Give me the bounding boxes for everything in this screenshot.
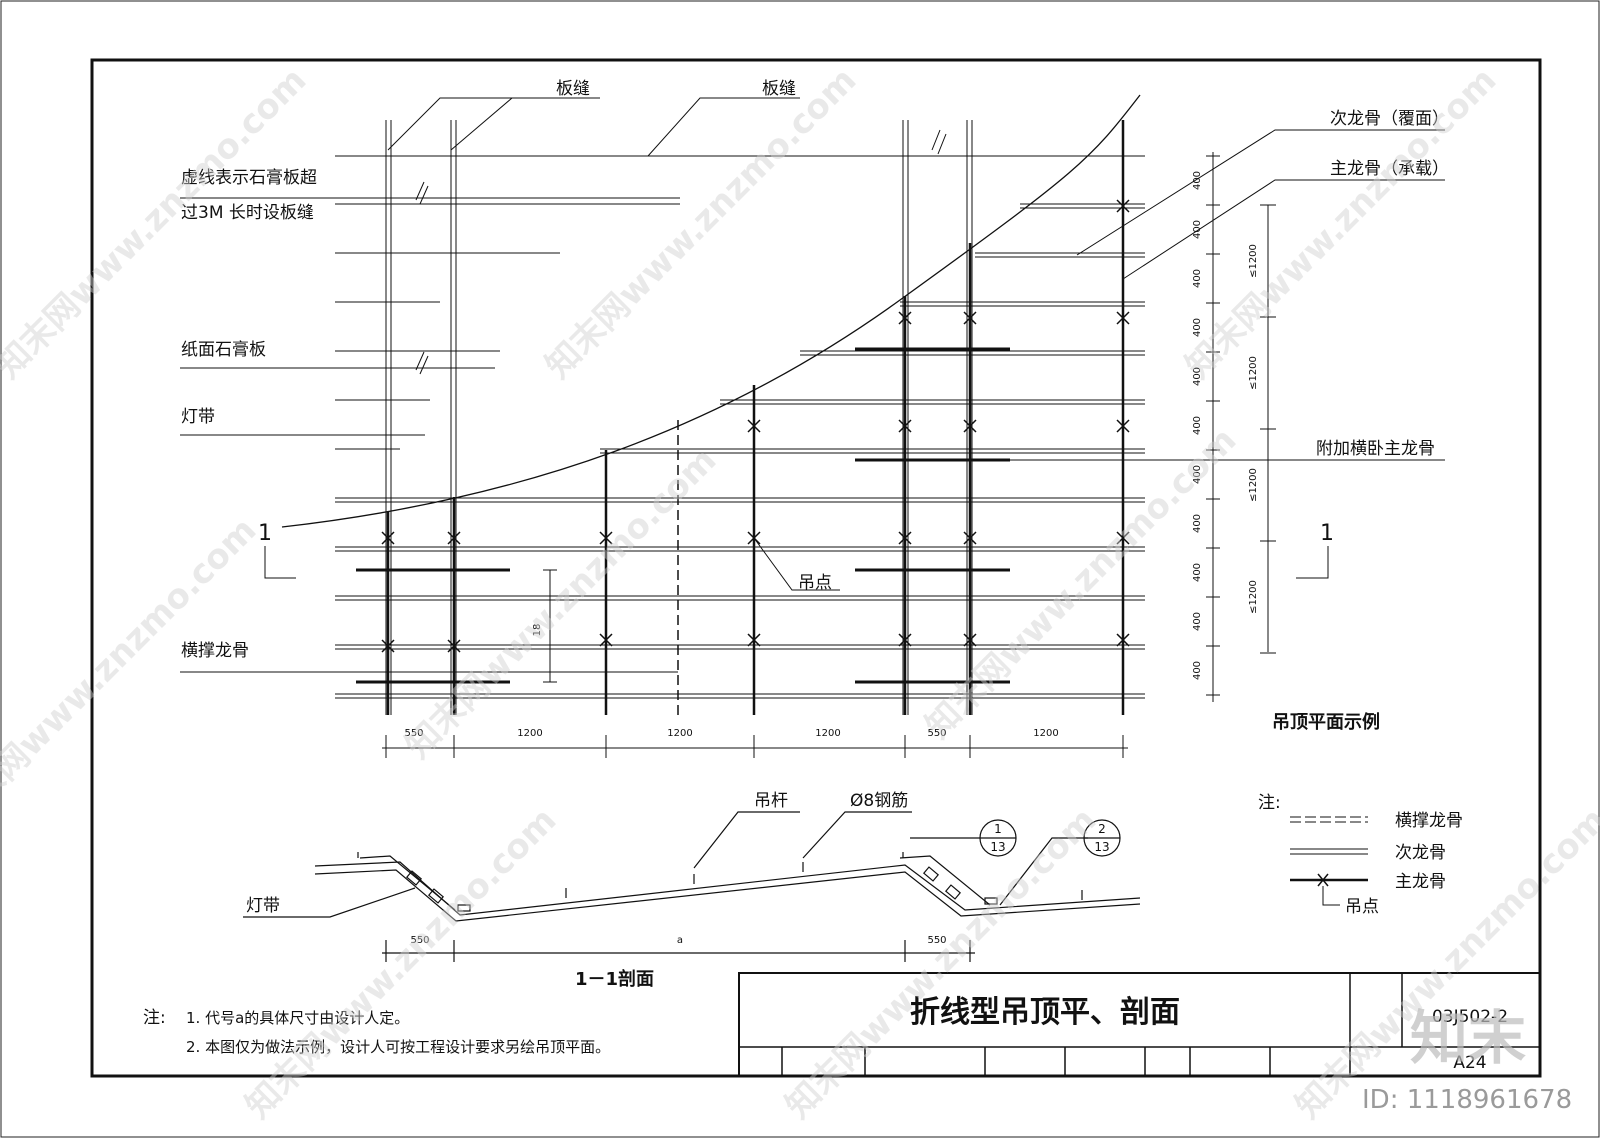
- plan-dim-inner: 18: [532, 624, 543, 637]
- section-markers: [264, 546, 1329, 579]
- watermark-1: 知末网www.znzmo.com: [0, 60, 314, 386]
- hanging-point-marks: [381, 199, 1130, 653]
- watermark-id: ID: 1118961678: [1362, 1085, 1572, 1115]
- plan-dim-1: 550: [404, 728, 423, 739]
- right-dimension-ticks: [1206, 155, 1276, 696]
- label-dashed-note-line1: 虚线表示石膏板超: [181, 167, 317, 188]
- watermark-5: 知末网www.znzmo.com: [398, 440, 724, 766]
- watermark-logo: 知末: [1410, 1004, 1526, 1072]
- leader-lines: [180, 97, 1445, 673]
- right-dim-label: 400: [1192, 318, 1203, 337]
- plan-caption: 吊顶平面示例: [1272, 711, 1380, 733]
- callout-1-top: 1: [994, 822, 1002, 836]
- legend-hanging-point: 吊点: [1345, 897, 1379, 917]
- label-dashed-note-line2: 过3M 长时设板缝: [181, 203, 314, 223]
- watermark-4: 知末网www.znzmo.com: [0, 510, 264, 836]
- label-rebar: Ø8钢筋: [850, 791, 908, 811]
- outer-dim-label: ≤1200: [1248, 356, 1259, 390]
- plan-dim-3: 1200: [667, 728, 692, 739]
- callout-1-bottom: 13: [990, 840, 1005, 854]
- secondary-keels: [335, 203, 1145, 699]
- label-light-strip-section: 灯带: [246, 896, 280, 916]
- ceiling-section: [243, 811, 1141, 962]
- section-mark-right: 1: [1320, 521, 1334, 546]
- plan-dim-6: 1200: [1033, 728, 1058, 739]
- section-mark-left: 1: [258, 521, 272, 546]
- outer-dim-label: ≤1200: [1248, 244, 1259, 278]
- legend-cross-brace: 横撑龙骨: [1395, 811, 1463, 831]
- label-board-seam-1: 板缝: [556, 79, 590, 99]
- label-gypsum-board: 纸面石膏板: [181, 339, 266, 360]
- callout-2-top: 2: [1098, 822, 1106, 836]
- upper-secondary-lines: [335, 155, 1145, 450]
- drawing-code: 03J502-2: [1432, 1007, 1508, 1027]
- right-dim-label: 400: [1192, 514, 1203, 533]
- label-board-seam-2: 板缝: [762, 79, 796, 99]
- right-dim-label: 400: [1192, 367, 1203, 386]
- right-dim-label: 400: [1192, 171, 1203, 190]
- callout-2-bottom: 13: [1094, 840, 1109, 854]
- label-main-keel: 主龙骨（承载）: [1330, 159, 1449, 179]
- plan-dim-2: 1200: [517, 728, 542, 739]
- label-light-strip: 灯带: [181, 407, 215, 427]
- label-cross-brace: 横撑龙骨: [181, 641, 249, 661]
- legend-title: 注:: [1258, 793, 1281, 813]
- section-dim-1: 550: [410, 935, 429, 946]
- section-caption: 1－1剖面: [575, 968, 654, 990]
- label-hanging-point: 吊点: [798, 573, 832, 593]
- title-block: [738, 972, 1541, 1077]
- ceiling-curve: [281, 94, 1141, 528]
- label-secondary-keel: 次龙骨（覆面）: [1330, 109, 1449, 129]
- note-1: 1. 代号a的具体尺寸由设计人定。: [186, 1009, 409, 1027]
- right-dim-label: 400: [1192, 465, 1203, 484]
- page-number: A24: [1453, 1053, 1486, 1073]
- outer-dim-label: ≤1200: [1248, 580, 1259, 614]
- right-dimension-labels: 400 400 400 400 400 400 400 400 400 400 400 ≤1200 ≤1…: [1192, 171, 1259, 680]
- notes-title: 注:: [143, 1008, 166, 1028]
- label-extra-main-keel: 附加横卧主龙骨: [1316, 439, 1435, 459]
- right-dim-label: 400: [1192, 269, 1203, 288]
- legend: [1290, 816, 1368, 906]
- right-dim-label: 400: [1192, 563, 1203, 582]
- main-keels: [386, 120, 1125, 715]
- plan-dim-4: 1200: [815, 728, 840, 739]
- plan-dim-5: 550: [927, 728, 946, 739]
- legend-secondary-keel: 次龙骨: [1395, 843, 1446, 863]
- ceiling-plan: [180, 94, 1445, 758]
- watermark-2: 知末网www.znzmo.com: [538, 60, 864, 386]
- right-dim-label: 400: [1192, 220, 1203, 239]
- board-seams: [385, 120, 973, 715]
- section-dim-3: 550: [927, 935, 946, 946]
- right-dim-label: 400: [1192, 416, 1203, 435]
- cross-brace-keels: [356, 347, 1010, 684]
- right-dim-label: 400: [1192, 612, 1203, 631]
- break-symbols: [415, 129, 947, 375]
- section-dim-2: a: [677, 935, 683, 946]
- right-dim-label: 400: [1192, 661, 1203, 680]
- outer-dim-label: ≤1200: [1248, 468, 1259, 502]
- legend-main-keel: 主龙骨: [1395, 872, 1446, 892]
- label-hanger-rod: 吊杆: [754, 791, 788, 811]
- note-2: 2. 本图仅为做法示例，设计人可按工程设计要求另绘吊顶平面。: [186, 1038, 610, 1056]
- drawing-title: 折线型吊顶平、剖面: [910, 995, 1180, 1030]
